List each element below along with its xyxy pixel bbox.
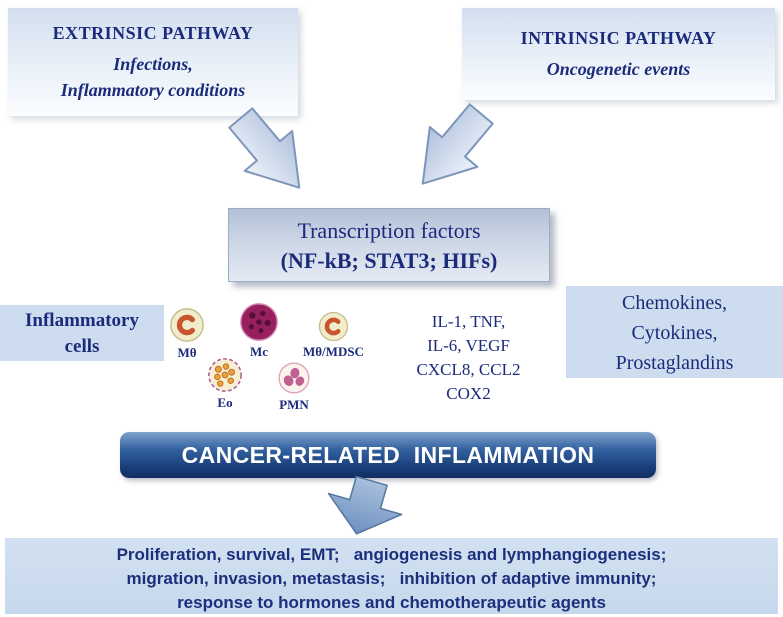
mediators-line-3: CXCL8, CCL2	[416, 360, 521, 379]
cell-neutrophil: PMN	[276, 360, 312, 413]
extrinsic-pathway-subtitle-line2: Inflammatory conditions	[60, 80, 246, 100]
cancer-related-inflammation-banner: CANCER-RELATED INFLAMMATION	[120, 432, 656, 478]
inflammatory-cells-label-line1: Inflammatory	[25, 310, 139, 331]
mast-cell-icon	[240, 303, 278, 341]
mediators-line-2: IL-6, VEGF	[427, 336, 510, 355]
soluble-factors-line1: Chemokines,	[622, 292, 727, 314]
transcription-factors-title: Transcription factors	[297, 218, 481, 243]
cancer-related-inflammation-banner-label: CANCER-RELATED INFLAMMATION	[181, 441, 595, 468]
mdsc-cell-icon	[318, 311, 349, 342]
extrinsic-pathway-box: EXTRINSIC PATHWAY Infections, Inflammato…	[8, 8, 298, 116]
outcomes-box: Proliferation, survival, EMT; angiogenes…	[5, 538, 778, 614]
macrophage-cell-icon	[170, 308, 204, 342]
eosinophil-cell-label: Eo	[217, 395, 233, 410]
intrinsic-down-arrow-icon	[421, 103, 494, 185]
mediators-line-4: COX2	[446, 384, 491, 403]
mediators-line-1: IL-1, TNF,	[431, 312, 506, 331]
extrinsic-down-arrow-icon	[228, 107, 301, 189]
intrinsic-pathway-title: INTRINSIC PATHWAY	[520, 28, 717, 48]
neutrophil-cell-icon	[278, 362, 310, 394]
mediators-list: IL-1, TNF, IL-6, VEGF CXCL8, CCL2 COX2	[396, 310, 541, 406]
cell-mast: Mc	[238, 301, 280, 360]
transcription-factors-list: (NF-kB; STAT3; HIFs)	[280, 248, 498, 273]
soluble-factors-label: Chemokines, Cytokines, Prostaglandins	[566, 286, 783, 378]
extrinsic-pathway-title: EXTRINSIC PATHWAY	[52, 23, 254, 43]
inflammatory-cells-label-line2: cells	[64, 336, 100, 357]
neutrophil-cell-label: PMN	[279, 397, 309, 412]
soluble-factors-line2: Cytokines,	[631, 322, 718, 344]
extrinsic-pathway-subtitle-line1: Infections,	[113, 54, 193, 74]
outcomes-down-arrow-icon	[327, 475, 403, 535]
macrophage-cell-label: Mθ	[177, 345, 197, 360]
inflammatory-cells-label: Inflammatory cells	[0, 305, 164, 361]
cell-eosinophil: Eo	[206, 356, 244, 411]
mast-cell-label: Mc	[249, 344, 269, 359]
soluble-factors-line3: Prostaglandins	[615, 352, 734, 374]
mdsc-cell-label: Mθ/MDSC	[303, 344, 364, 359]
outcomes-line-1: Proliferation, survival, EMT; angiogenes…	[116, 545, 667, 564]
eosinophil-cell-icon	[208, 358, 242, 392]
intrinsic-pathway-box: INTRINSIC PATHWAY Oncogenetic events	[462, 8, 775, 100]
transcription-factors-box: Transcription factors (NF-kB; STAT3; HIF…	[228, 208, 550, 282]
cell-macrophage: Mθ	[168, 306, 206, 361]
intrinsic-pathway-subtitle: Oncogenetic events	[546, 59, 691, 79]
outcomes-line-2: migration, invasion, metastasis; inhibit…	[126, 569, 657, 588]
outcomes-line-3: response to hormones and chemotherapeuti…	[177, 593, 606, 612]
cell-mdsc: Mθ/MDSC	[303, 310, 364, 360]
